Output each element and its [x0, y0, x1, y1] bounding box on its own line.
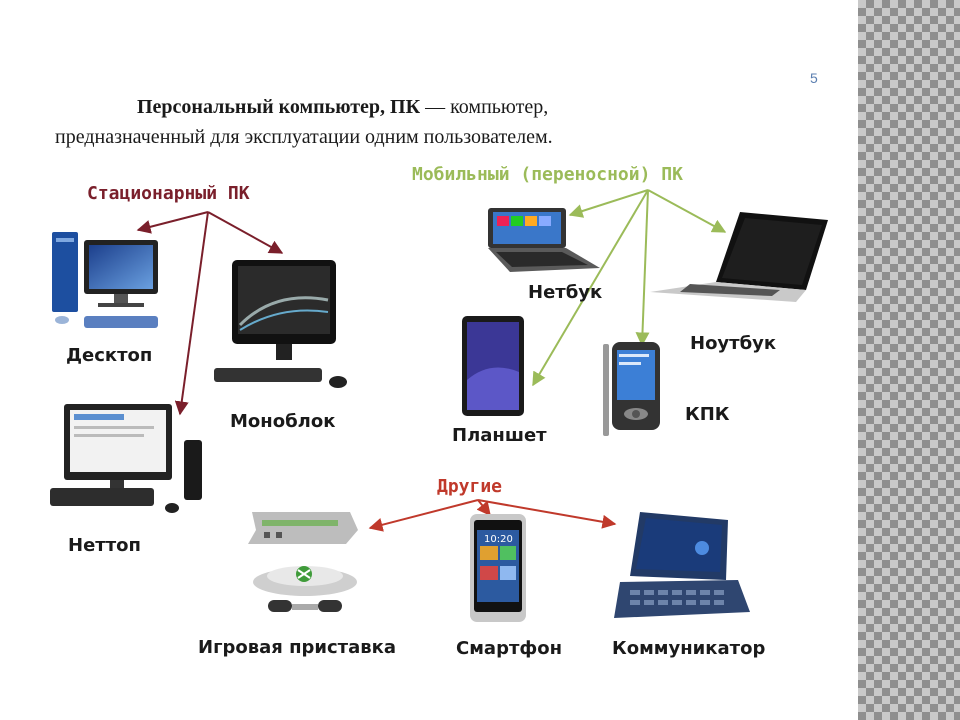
desktop-image — [52, 232, 158, 328]
mobile-arrows — [532, 189, 727, 387]
definition-dash: — компьютер, — [420, 96, 549, 118]
label-smartphone: Смартфон — [456, 638, 563, 659]
nettop-image — [50, 404, 202, 513]
category-stationary: Стационарный ПК — [87, 183, 250, 204]
smartphone-image: 10:20 — [470, 514, 526, 622]
tablet-image — [462, 316, 524, 416]
monoblock-image — [214, 260, 347, 388]
label-monoblock: Моноблок — [230, 411, 336, 432]
label-netbook: Нетбук — [528, 282, 603, 303]
decorative-checker-strip — [858, 0, 960, 720]
category-mobile: Мобильный (переносной) ПК — [412, 164, 683, 185]
page-number: 5 — [810, 70, 818, 86]
definition-line2: предназначенный для эксплуатации одним п… — [55, 126, 553, 148]
game-console-image — [248, 512, 358, 612]
label-game-console: Игровая приставка — [198, 637, 397, 658]
stationary-arrows — [136, 211, 284, 416]
pda-image — [603, 342, 660, 436]
label-tablet: Планшет — [452, 425, 547, 446]
label-notebook: Ноутбук — [690, 333, 777, 354]
label-desktop: Десктоп — [66, 345, 153, 366]
definition-term: Персональный компьютер, ПК — [137, 96, 421, 118]
communicator-image — [614, 512, 750, 618]
svg-text:10:20: 10:20 — [484, 534, 513, 545]
label-nettop: Неттоп — [68, 535, 141, 556]
category-other: Другие — [437, 476, 503, 497]
notebook-image — [650, 212, 828, 302]
definition-text: Персональный компьютер, ПК — компьютер, … — [55, 92, 835, 152]
label-pda: КПК — [685, 404, 730, 425]
label-communicator: Коммуникатор — [612, 638, 766, 659]
other-arrows — [368, 499, 617, 532]
netbook-image — [488, 208, 600, 272]
